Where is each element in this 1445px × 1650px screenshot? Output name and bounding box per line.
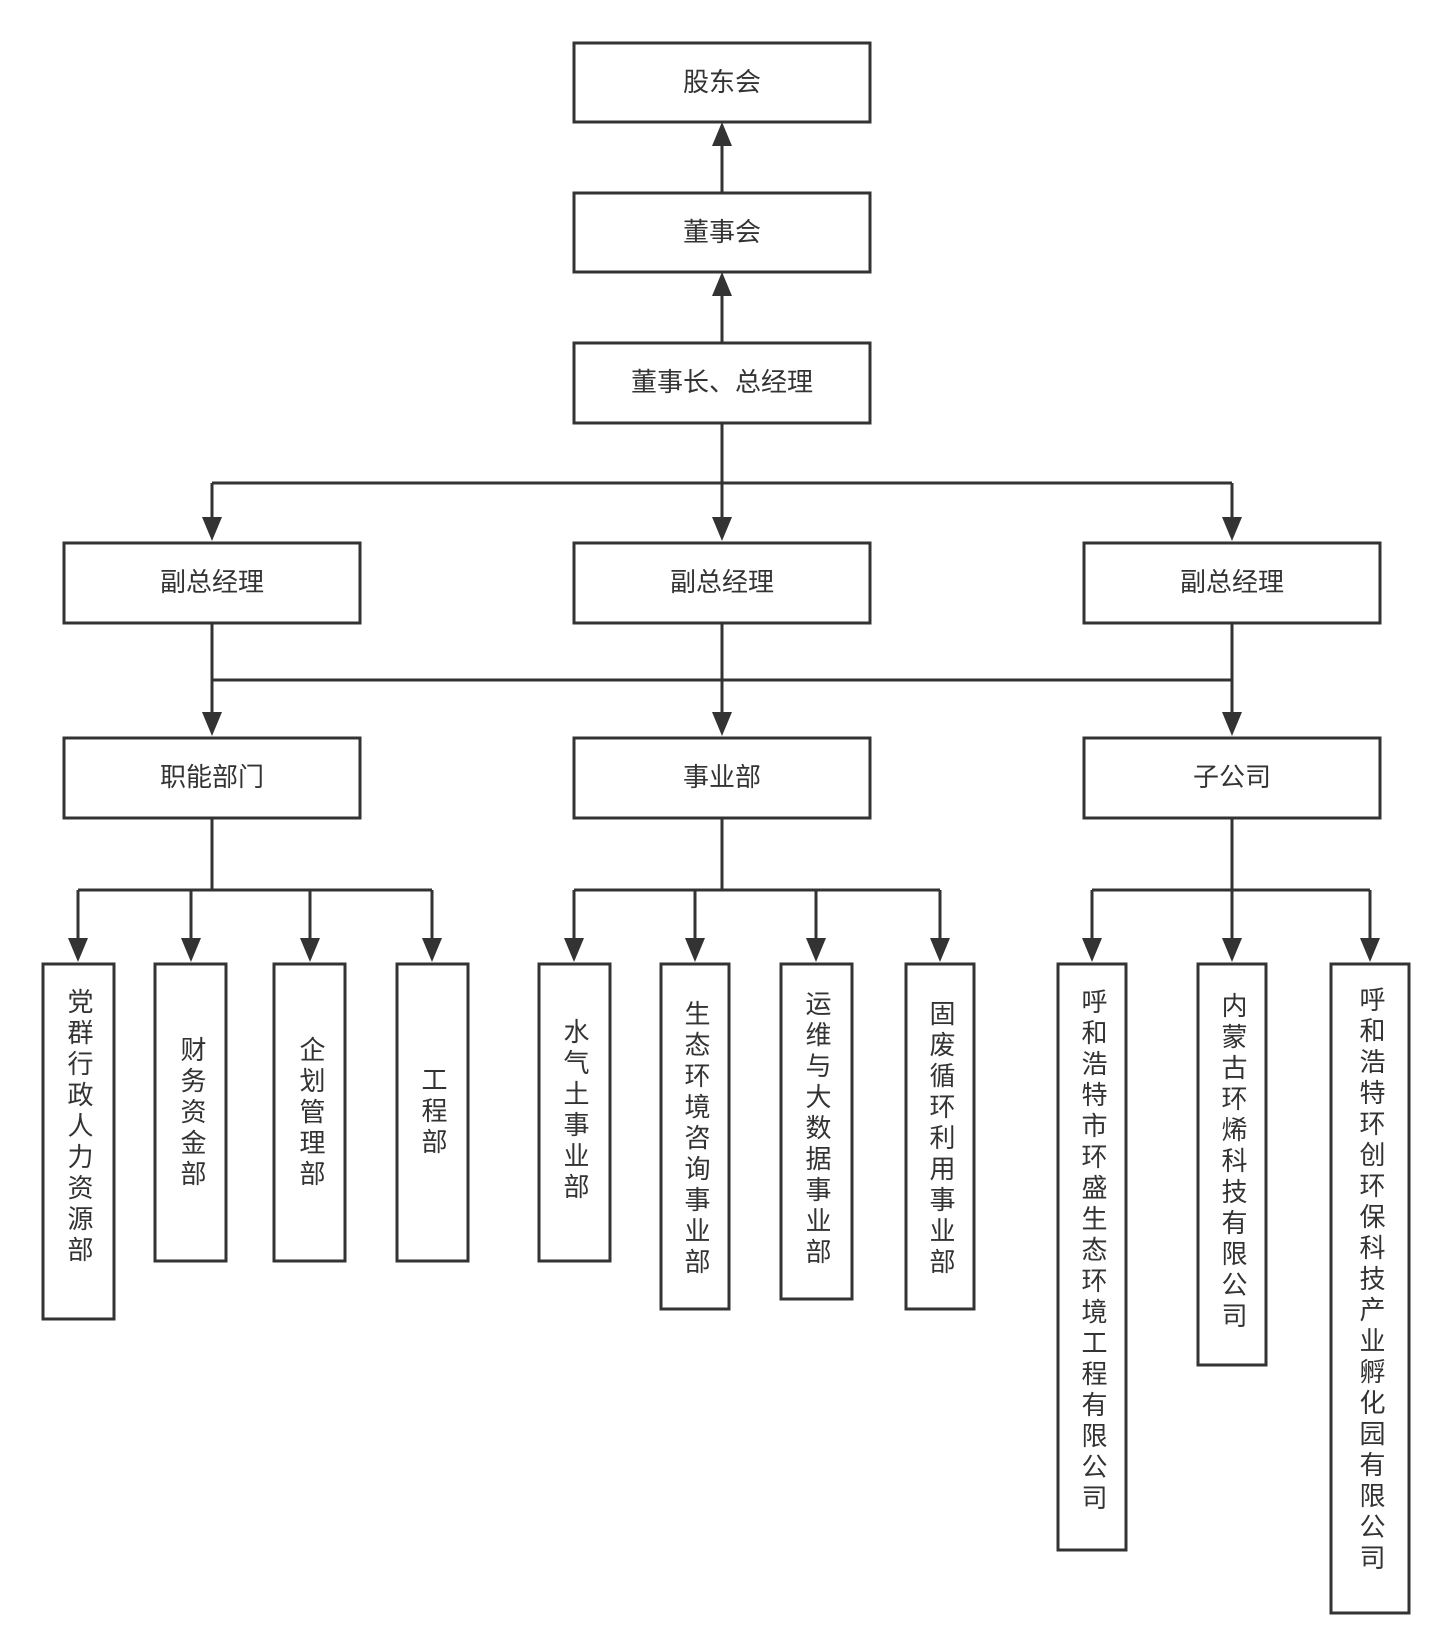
- arrowhead: [712, 122, 732, 146]
- node-label: 运维与大数据事业部: [801, 990, 831, 1269]
- node-label: 事业部: [683, 763, 761, 793]
- node-board: 董事会: [572, 191, 872, 274]
- arrowhead: [712, 712, 732, 736]
- node-label: 副总经理: [670, 568, 774, 598]
- node-engineering: 工程部: [395, 962, 470, 1263]
- node-huansheng: 呼和浩特市环盛生态环境工程有限公司: [1056, 962, 1128, 1552]
- arrowhead: [1222, 712, 1242, 736]
- node-label: 水气土事业部: [559, 1018, 589, 1204]
- node-label: 呼和浩特环创环保科技产业孵化园有限公司: [1355, 986, 1385, 1575]
- node-label: 股东会: [683, 68, 761, 98]
- node-label: 董事长、总经理: [631, 368, 813, 398]
- arrowhead: [202, 517, 222, 541]
- node-label: 呼和浩特市环盛生态环境工程有限公司: [1077, 988, 1107, 1515]
- node-solid-waste: 固废循环利用事业部: [904, 962, 976, 1311]
- node-om-bigdata: 运维与大数据事业部: [779, 962, 854, 1301]
- node-label: 党群行政人力资源部: [63, 988, 93, 1267]
- node-water-air-soil: 水气土事业部: [537, 962, 612, 1263]
- node-vgm-left: 副总经理: [62, 541, 362, 625]
- arrowhead: [1082, 938, 1102, 962]
- node-huanxi: 内蒙古环烯科技有限公司: [1196, 962, 1268, 1367]
- node-label: 财务资金部: [176, 1036, 206, 1191]
- arrowhead: [1222, 938, 1242, 962]
- node-label: 董事会: [683, 218, 761, 248]
- arrowhead: [712, 517, 732, 541]
- node-label: 职能部门: [160, 763, 264, 793]
- arrowhead: [930, 938, 950, 962]
- node-label: 副总经理: [1180, 568, 1284, 598]
- arrowhead: [685, 938, 705, 962]
- node-huanchuang: 呼和浩特环创环保科技产业孵化园有限公司: [1329, 962, 1411, 1615]
- node-planning: 企划管理部: [272, 962, 347, 1263]
- node-label: 副总经理: [160, 568, 264, 598]
- node-functional: 职能部门: [62, 736, 362, 820]
- arrowhead: [712, 272, 732, 296]
- node-label: 企划管理部: [295, 1036, 325, 1191]
- node-label: 子公司: [1193, 763, 1271, 793]
- node-chairman-gm: 董事长、总经理: [572, 341, 872, 425]
- arrowhead: [564, 938, 584, 962]
- arrowhead: [422, 938, 442, 962]
- arrowhead: [181, 938, 201, 962]
- node-business: 事业部: [572, 736, 872, 820]
- node-party-hr: 党群行政人力资源部: [41, 962, 116, 1321]
- arrowhead: [806, 938, 826, 962]
- node-label: 内蒙古环烯科技有限公司: [1217, 992, 1247, 1333]
- node-vgm-center: 副总经理: [572, 541, 872, 625]
- connectors: [68, 122, 1380, 962]
- node-label: 工程部: [417, 1066, 447, 1159]
- node-shareholders: 股东会: [572, 41, 872, 124]
- arrowhead: [1222, 517, 1242, 541]
- arrowhead: [202, 712, 222, 736]
- node-label: 固废循环利用事业部: [925, 1000, 955, 1279]
- node-subsidiaries: 子公司: [1082, 736, 1382, 820]
- arrowhead: [300, 938, 320, 962]
- node-vgm-right: 副总经理: [1082, 541, 1382, 625]
- arrowhead: [1360, 938, 1380, 962]
- node-finance: 财务资金部: [153, 962, 228, 1263]
- node-eco-consulting: 生态环境咨询事业部: [659, 962, 731, 1311]
- arrowhead: [68, 938, 88, 962]
- node-label: 生态环境咨询事业部: [680, 1000, 710, 1279]
